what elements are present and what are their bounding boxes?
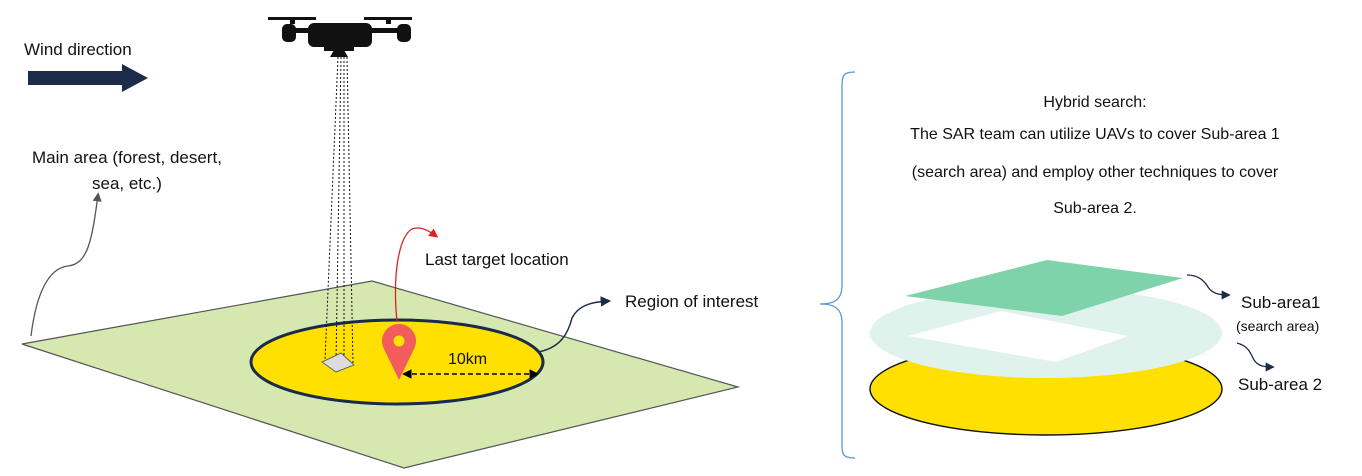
main-area-pointer-arrow (30, 192, 102, 337)
drone-sensor-lines (324, 56, 354, 365)
sub-area1-note: (search area) (1236, 318, 1319, 334)
main-area-label-line2: sea, etc.) (92, 174, 162, 193)
drone-footprint (321, 352, 355, 373)
region-of-interest-label: Region of interest (625, 292, 759, 311)
hybrid-search-line4: Sub-area 2. (1053, 200, 1137, 217)
ring-inner-square (908, 311, 1128, 362)
sub-area2-arrow (1236, 342, 1275, 372)
sub-area1-label: Sub-area1 (1241, 293, 1320, 312)
sub-area2-label: Sub-area 2 (1238, 375, 1322, 394)
wind-direction-label: Wind direction (24, 40, 132, 59)
drone-icon (268, 17, 412, 57)
wind-arrow-icon (28, 64, 148, 92)
last-target-arrow (394, 227, 439, 323)
region-of-interest-arrow (537, 296, 612, 353)
curly-brace (819, 71, 856, 459)
hybrid-search-line2: The SAR team can utilize UAVs to cover S… (910, 126, 1280, 143)
main-area-label-line1: Main area (forest, desert, (32, 148, 222, 167)
sub-area1-square (905, 260, 1183, 316)
last-target-location-label: Last target location (425, 250, 569, 269)
distance-label: 10km (448, 351, 487, 368)
sub-area1-arrow (1186, 274, 1231, 300)
hybrid-search-line3: (search area) and employ other technique… (912, 164, 1279, 181)
hybrid-search-title: Hybrid search: (1043, 94, 1146, 111)
location-pin-icon (382, 324, 417, 380)
